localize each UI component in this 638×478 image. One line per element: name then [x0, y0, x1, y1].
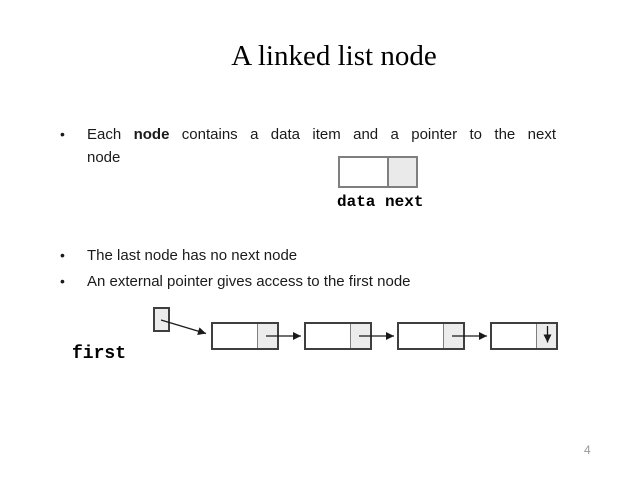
- bullet-text: Each node contains a data item and a poi…: [87, 123, 556, 169]
- list-node: [490, 322, 558, 350]
- bullet-text-rest: contains a data item and a pointer to th…: [169, 126, 556, 143]
- next-cell: [350, 324, 370, 348]
- pointer-arrow: [160, 319, 207, 336]
- bullet-marker: •: [60, 247, 65, 263]
- next-cell: [257, 324, 277, 348]
- node-box: [338, 156, 418, 188]
- bullet-marker: •: [60, 126, 65, 142]
- bullet-line-1: Each node contains a data item and a poi…: [87, 123, 556, 146]
- bullet-text-pre: Each: [87, 126, 134, 143]
- node-diagram: data next: [337, 156, 423, 211]
- bullet-text-bold: node: [133, 126, 170, 143]
- list-node: [304, 322, 372, 350]
- data-cell: [399, 324, 443, 348]
- list-node: [211, 322, 279, 350]
- node-diagram-label: data next: [337, 193, 424, 211]
- page-title: A linked list node: [231, 40, 437, 72]
- data-cell: [213, 324, 257, 348]
- data-cell: [492, 324, 536, 348]
- data-cell: [306, 324, 350, 348]
- bullet-text: An external pointer gives access to the …: [87, 273, 411, 290]
- bullet-line-2: node: [87, 149, 121, 166]
- list-node: [397, 322, 465, 350]
- bullet-marker: •: [60, 273, 65, 289]
- page-number: 4: [584, 443, 591, 457]
- bullet-text: The last node has no next node: [87, 247, 298, 264]
- first-pointer-label: first: [72, 344, 127, 364]
- link-arrows: [160, 319, 552, 343]
- bullet-last-node: • The last node has no next node: [60, 244, 297, 267]
- bullet-each-node: • Each node contains a data item and a p…: [60, 123, 556, 169]
- next-cell: [536, 324, 556, 348]
- next-cell: [387, 158, 416, 186]
- next-cell: [443, 324, 463, 348]
- first-pointer-box: [153, 307, 170, 332]
- data-cell: [340, 158, 387, 186]
- bullet-external-pointer: • An external pointer gives access to th…: [60, 270, 411, 293]
